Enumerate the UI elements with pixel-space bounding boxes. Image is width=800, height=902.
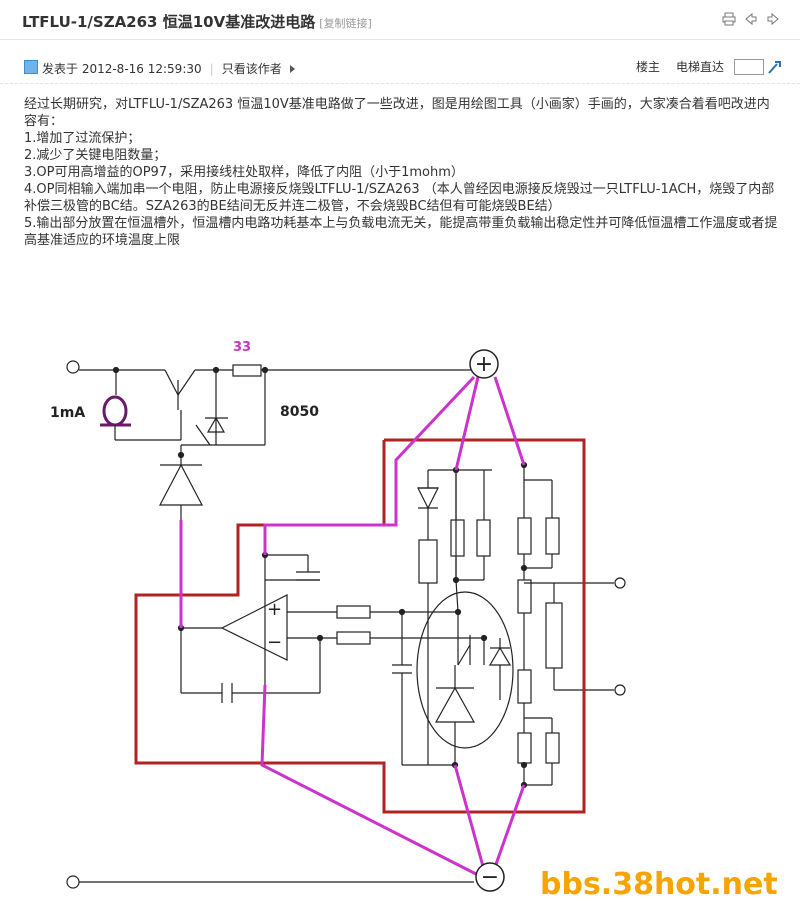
circuit-diagram: + − bbox=[50, 340, 626, 892]
user-online-icon bbox=[24, 60, 38, 74]
meta-right: 楼主 电梯直达 bbox=[636, 58, 764, 75]
content-paragraph: 1.增加了过流保护； bbox=[24, 131, 141, 146]
copy-link[interactable]: [复制链接] bbox=[319, 17, 372, 30]
oven-boundary bbox=[134, 438, 586, 814]
only-author-link[interactable]: 只看该作者 bbox=[221, 62, 282, 76]
svg-text:−: − bbox=[267, 632, 282, 653]
floor-jump-label: 电梯直达 bbox=[675, 60, 724, 74]
go-floor-icon[interactable] bbox=[766, 59, 782, 75]
content-paragraph: 4.OP同相输入端加串一个电阻，防止电源接反烧毁LTFLU-1/SZA263 （… bbox=[24, 182, 775, 214]
minus-terminal bbox=[475, 862, 505, 892]
content-paragraph: 3.OP可用高增益的OP97，采用接线柱处取样，降低了内阻（小于1mohm） bbox=[24, 165, 464, 180]
caret-right-icon bbox=[289, 64, 295, 73]
header-tools bbox=[722, 12, 780, 26]
meta-separator: | bbox=[209, 61, 214, 76]
resistor-label: 33 bbox=[233, 340, 251, 355]
next-icon[interactable] bbox=[766, 12, 780, 26]
site-watermark: bbs.38hot.net bbox=[540, 867, 778, 902]
title-row: LTFLU-1/SZA263 恒温10V基准改进电路 [复制链接] bbox=[22, 11, 372, 32]
transistor-label: 8050 bbox=[280, 404, 319, 420]
plus-terminal bbox=[469, 349, 499, 379]
meta-left: 发表于 2012-8-16 12:59:30 | 只看该作者 bbox=[42, 60, 295, 77]
svg-text:+: + bbox=[267, 599, 282, 620]
content-paragraph: 5.输出部分放置在恒温槽外，恒温槽内电路功耗基本上与负载电流无关，能提高带重负载… bbox=[24, 216, 778, 248]
current-label: 1mA bbox=[50, 405, 85, 421]
floor-label: 楼主 bbox=[635, 60, 660, 74]
sense-wires bbox=[179, 375, 526, 877]
floor-jump-input[interactable] bbox=[734, 58, 764, 75]
post-header: LTFLU-1/SZA263 恒温10V基准改进电路 [复制链接] bbox=[0, 0, 800, 40]
minus-symbol: − bbox=[481, 865, 499, 890]
plus-symbol: + bbox=[475, 352, 493, 377]
print-icon[interactable] bbox=[722, 12, 736, 26]
content-paragraph: 经过长期研究，对LTFLU-1/SZA263 恒温10V基准电路做了一些改进，图… bbox=[24, 97, 770, 129]
content-paragraph: 2.减少了关键电阻数量； bbox=[24, 148, 167, 163]
prev-icon[interactable] bbox=[744, 12, 758, 26]
post-date: 发表于 2012-8-16 12:59:30 bbox=[42, 62, 202, 76]
post-title: LTFLU-1/SZA263 恒温10V基准改进电路 bbox=[22, 13, 316, 31]
post-content: 经过长期研究，对LTFLU-1/SZA263 恒温10V基准电路做了一些改进，图… bbox=[24, 96, 779, 249]
post-meta: 发表于 2012-8-16 12:59:30 | 只看该作者 楼主 电梯直达 bbox=[0, 50, 800, 84]
